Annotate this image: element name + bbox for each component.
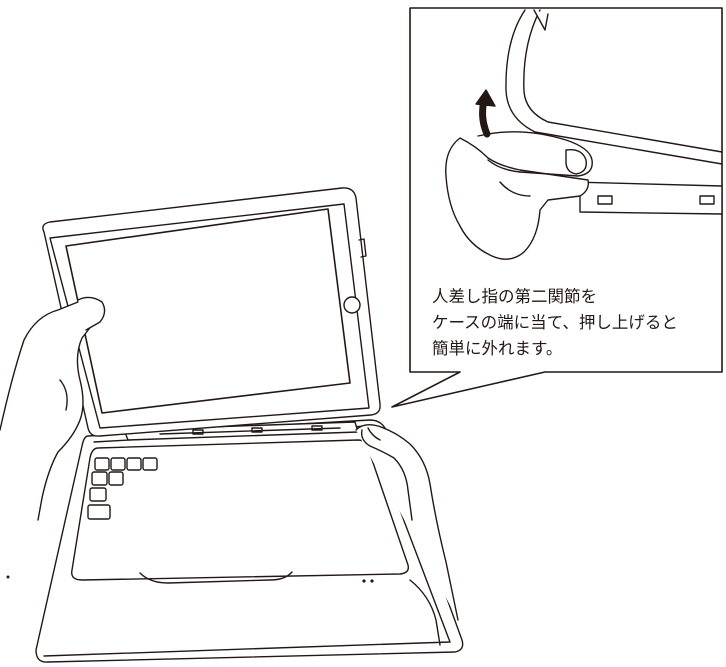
tablet [42,187,381,437]
caption-line: ケースの端に当て、押し上げると [432,313,678,332]
caption-line: 人差し指の第二関節を [432,287,597,306]
curved-up-arrow-icon [475,89,496,138]
keyboard-base [6,419,464,663]
left-hand [0,296,106,521]
caption-text: 人差し指の第二関節を ケースの端に当て、押し上げると 簡単に外れます。 [432,284,712,362]
inset-illustration [445,9,723,260]
right-hand [355,423,459,646]
keyboard-keys [87,457,158,520]
caption-line: 簡単に外れます。 [432,339,563,358]
callout-box [391,7,723,408]
